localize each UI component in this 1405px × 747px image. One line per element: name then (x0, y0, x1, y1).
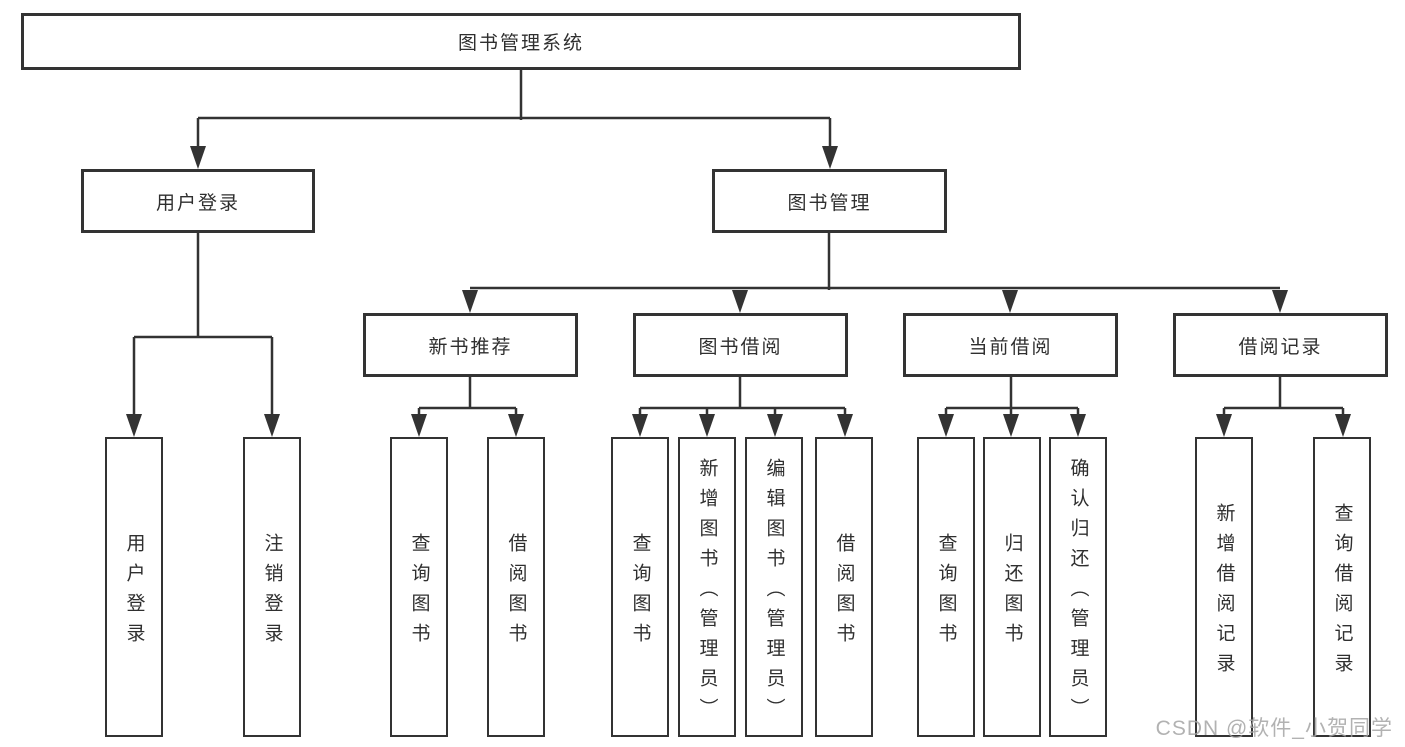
leaf-borrow-books-1: 借阅图书 (487, 437, 545, 737)
leaf-query-books-1: 查询图书 (390, 437, 448, 737)
watermark: CSDN @软件_小贺同学 (1155, 717, 1393, 740)
leaf-edit-book-admin: 编辑图书（管理员） (745, 437, 803, 737)
node-book-management: 图书管理 (712, 169, 947, 233)
leaf-query-books-2: 查询图书 (611, 437, 669, 737)
node-book-borrowing: 图书借阅 (633, 313, 848, 377)
node-library-management-system: 图书管理系统 (21, 13, 1021, 70)
node-user-login: 用户登录 (81, 169, 315, 233)
leaf-query-borrow-record: 查询借阅记录 (1313, 437, 1371, 737)
node-current-borrowing: 当前借阅 (903, 313, 1118, 377)
leaf-add-borrow-record: 新增借阅记录 (1195, 437, 1253, 737)
node-borrowing-records: 借阅记录 (1173, 313, 1388, 377)
leaf-add-book-admin: 新增图书（管理员） (678, 437, 736, 737)
leaf-borrow-books-2: 借阅图书 (815, 437, 873, 737)
leaf-return-book: 归还图书 (983, 437, 1041, 737)
leaf-logout-login: 注销登录 (243, 437, 301, 737)
leaf-user-login: 用户登录 (105, 437, 163, 737)
leaf-query-books-3: 查询图书 (917, 437, 975, 737)
leaf-confirm-return-admin: 确认归还（管理员） (1049, 437, 1107, 737)
node-new-book-recommend: 新书推荐 (363, 313, 578, 377)
